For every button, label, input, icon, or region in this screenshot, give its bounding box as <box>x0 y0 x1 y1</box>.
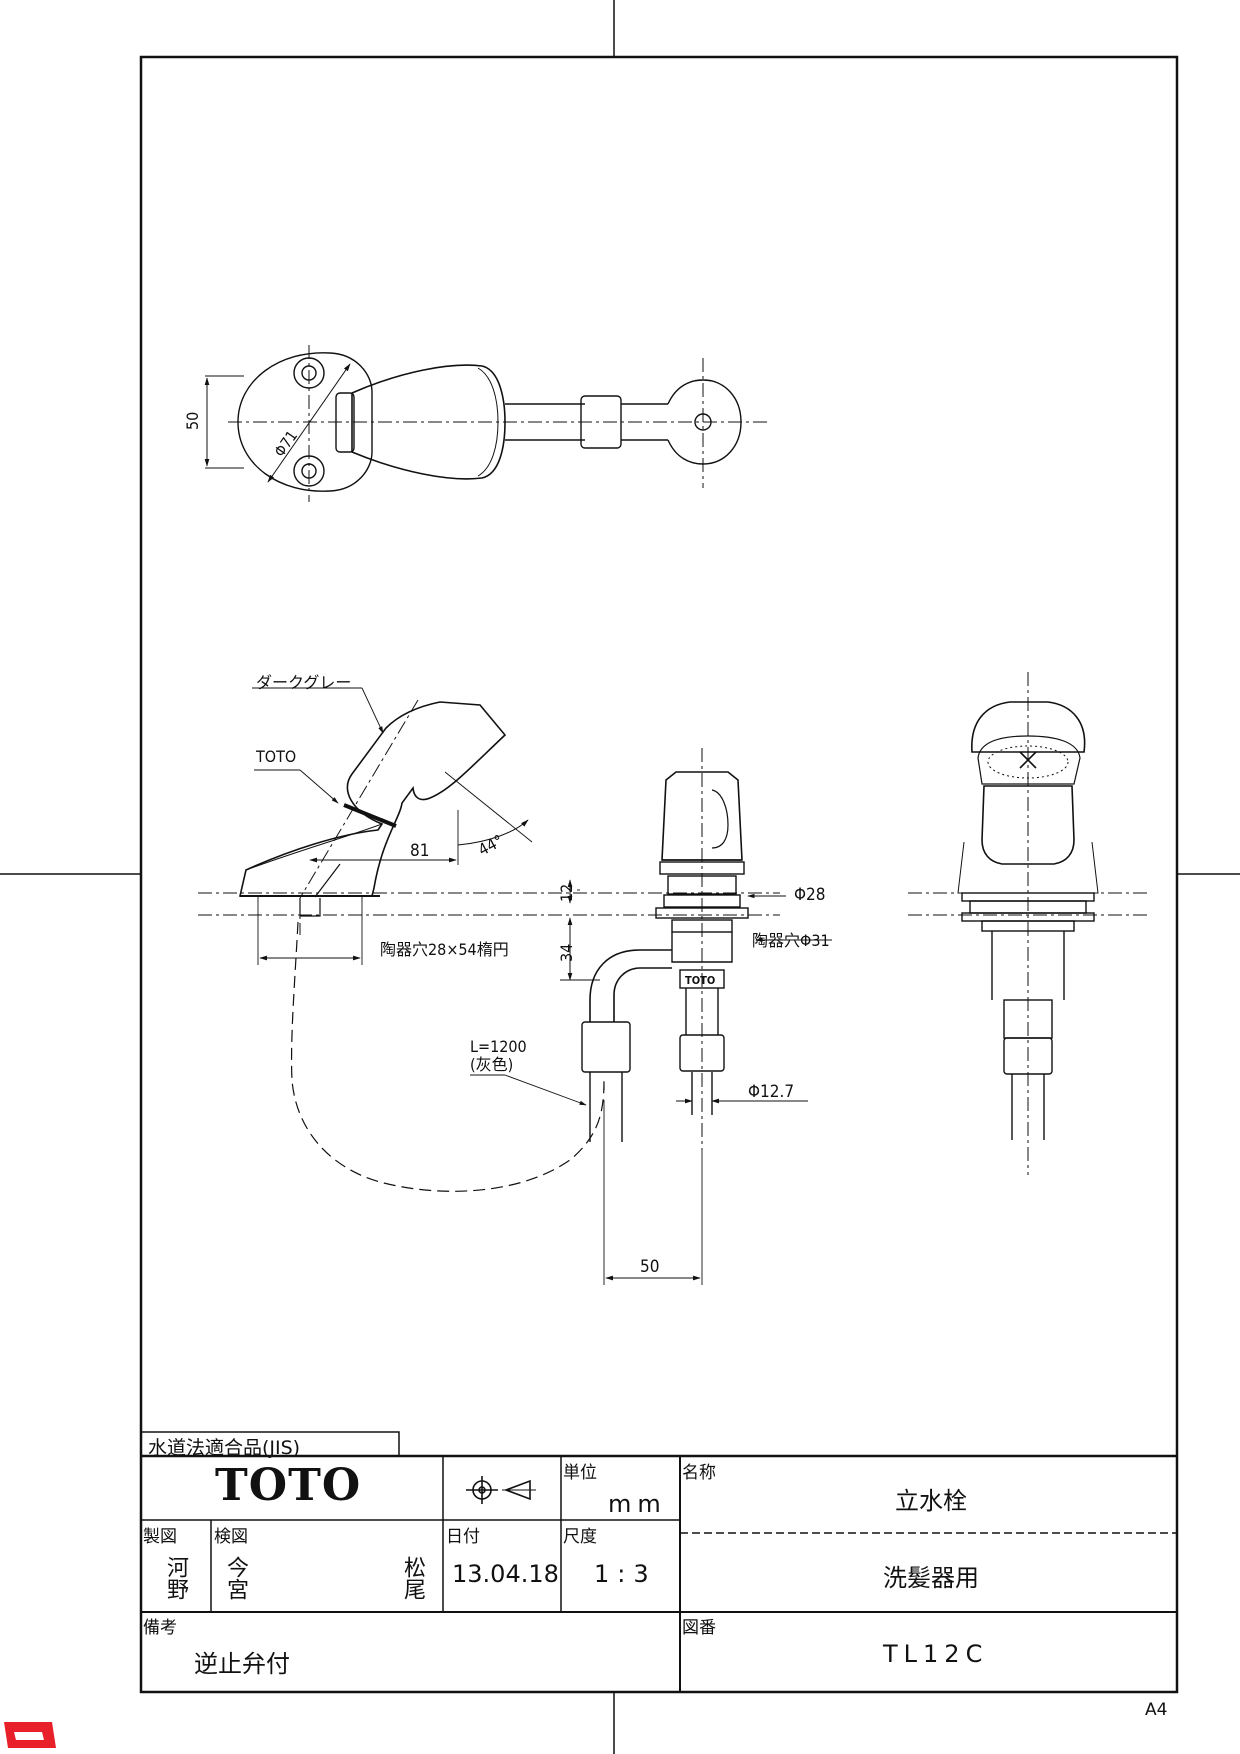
compliance-note: 水道法適合品(JIS) <box>148 1437 301 1459</box>
label-brand-mark: TOTO <box>255 747 296 766</box>
label-hose-length: L=1200 <box>470 1037 527 1056</box>
label-color-note: ダークグレー <box>256 673 351 692</box>
checked-label: 検図 <box>214 1527 248 1547</box>
scale-value: 1:3 <box>594 1560 657 1588</box>
drawing-no-label: 図番 <box>682 1618 716 1638</box>
dim-top-diameter: Φ71 <box>271 427 302 460</box>
checked-by: 今宮 <box>223 1556 248 1600</box>
side-view <box>238 687 605 1192</box>
title-block-frame <box>140 1431 1177 1692</box>
dim-height-34: 34 <box>557 944 576 962</box>
date-value: 13.04.18 <box>452 1560 559 1588</box>
dim-bottom-50: 50 <box>640 1257 659 1277</box>
stamp-brand: TOTO <box>685 974 715 987</box>
top-view <box>204 345 770 502</box>
name-label: 名称 <box>682 1463 716 1483</box>
brand-logo: TOTO <box>215 1460 362 1511</box>
approved-by: 松尾 <box>400 1556 425 1600</box>
dim-height-12: 12 <box>557 884 576 902</box>
corner-logo-icon <box>4 1722 56 1748</box>
unit-value: mm <box>608 1490 667 1518</box>
sheet-size: A4 <box>1145 1700 1168 1720</box>
projection-symbol-icon <box>466 1476 536 1504</box>
scale-label: 尺度 <box>563 1527 597 1547</box>
label-hose-color: (灰色) <box>470 1055 513 1074</box>
right-view <box>908 672 1148 1175</box>
dim-hole-diameter: 陶器穴Φ31 <box>752 931 830 950</box>
subname-value: 洗髪器用 <box>883 1564 979 1592</box>
unit-label: 単位 <box>563 1463 597 1483</box>
drawn-by: 河野 <box>163 1556 188 1600</box>
dim-top-height: 50 <box>183 412 202 430</box>
remarks-label: 備考 <box>143 1618 177 1638</box>
dim-diameter-12-7: Φ12.7 <box>748 1082 794 1102</box>
dim-hole-size: 陶器穴28×54楕円 <box>380 940 509 959</box>
front-view <box>198 748 832 1285</box>
drawing-no-value: TL12C <box>883 1640 989 1668</box>
date-label: 日付 <box>446 1527 480 1547</box>
dim-diameter-28: Φ28 <box>794 885 826 905</box>
dim-side-length: 81 <box>410 841 429 861</box>
name-value: 立水栓 <box>895 1487 967 1515</box>
drawn-label: 製図 <box>143 1527 177 1547</box>
remarks-value: 逆止弁付 <box>194 1650 290 1678</box>
